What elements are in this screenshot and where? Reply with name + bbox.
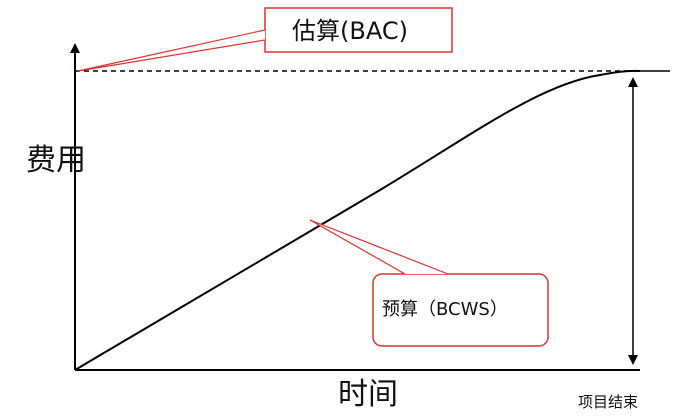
project-end-label: 项目结束 xyxy=(578,393,639,411)
bcws-callout-text: 预算（BCWS） xyxy=(382,299,508,320)
bac-callout-text: 估算(BAC) xyxy=(292,17,408,45)
x-axis-label: 时间 xyxy=(338,377,398,412)
y-axis-label: 费用 xyxy=(26,143,86,178)
bcws-callout-box xyxy=(372,273,549,347)
bac-callout-pointer xyxy=(77,29,266,72)
bcws-callout-pointer xyxy=(309,219,449,275)
bcws-curve xyxy=(74,69,641,371)
bac-callout-box xyxy=(264,7,453,53)
